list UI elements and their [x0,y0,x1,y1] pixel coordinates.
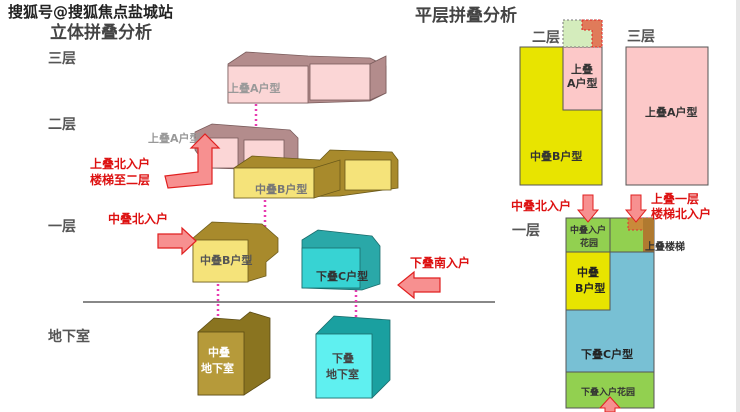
watermark: 搜狐号@搜狐焦点盐城站 [8,3,174,21]
block-basement-b [197,311,271,396]
plan-annotation-mid-north: 中叠北入户 [511,199,572,213]
block-basement-c [315,315,391,399]
plan-annotation-upper-first-2: 楼梯北入户 [651,207,712,221]
plan-annotation-upper-first-1: 上叠一层 [651,192,700,206]
floor-label-second: 二层 [48,117,76,133]
plan-label-lower-garden: 下叠入户花园 [581,386,635,398]
annotation-upper-north-entry-1: 上叠北入户 [90,157,151,171]
plan-label-second-a-1: 上叠 [571,62,593,76]
label-second-a: 上叠A户型 [148,131,201,145]
label-basement-b-1: 中叠 [208,345,230,359]
plan-label-first-b-1: 中叠 [577,265,599,279]
scrollbar[interactable] [736,0,740,412]
arrow-upper-north-entry [164,133,221,189]
plan-label-second-a-2: A户型 [567,76,598,90]
plan-third-a [625,46,709,186]
block-third-a [227,51,387,104]
label-basement-c-2: 地下室 [326,367,359,381]
label-basement-c-1: 下叠 [332,351,354,365]
plan-label-first-c: 下叠C户型 [581,347,633,361]
label-first-b: 中叠B户型 [200,253,252,267]
annotation-middle-north-entry: 中叠北入户 [108,212,169,226]
arrow-lower-south-entry [397,270,441,300]
plan-floor-second: 二层 [532,30,560,46]
block-first-c [301,229,381,291]
right-title: 平层拼叠分析 [415,6,517,26]
floor-label-third: 三层 [48,51,76,67]
plan-label-third-a: 上叠A户型 [645,105,698,119]
connector-lines [216,104,358,336]
plan-floor-third: 三层 [627,29,655,45]
floor-label-basement: 地下室 [48,329,90,345]
plan-arrow-south [598,396,622,412]
label-first-c: 下叠C户型 [316,269,368,283]
annotation-lower-south-entry: 下叠南入户 [410,256,471,270]
plan-second-a [562,46,603,111]
plan-arrow-upper-north [624,194,648,223]
plan-label-upper-stair: 上叠楼梯 [645,240,685,253]
block-second-b [233,149,399,199]
label-third-a: 上叠A户型 [228,81,281,95]
plan-floor-first: 一层 [512,223,540,239]
floor-label-first: 一层 [48,219,76,235]
annotation-upper-north-entry-2: 楼梯至二层 [90,173,151,187]
left-title: 立体拼叠分析 [50,23,152,43]
plan-label-mid-garden-2: 花园 [580,237,598,249]
plan-label-mid-garden-1: 中叠入户 [570,224,606,236]
block-first-b [192,221,279,283]
plan-arrow-mid-north [576,194,600,223]
plan-label-first-b-2: B户型 [575,281,605,295]
arrow-middle-north-entry [157,226,197,256]
plan-upper-stair [643,218,654,252]
plan-label-second-b: 中叠B户型 [530,149,582,163]
label-second-b: 中叠B户型 [255,182,307,196]
label-basement-b-2: 地下室 [201,361,234,375]
plan-first-b [565,251,611,311]
plan-second-stair [581,19,603,48]
